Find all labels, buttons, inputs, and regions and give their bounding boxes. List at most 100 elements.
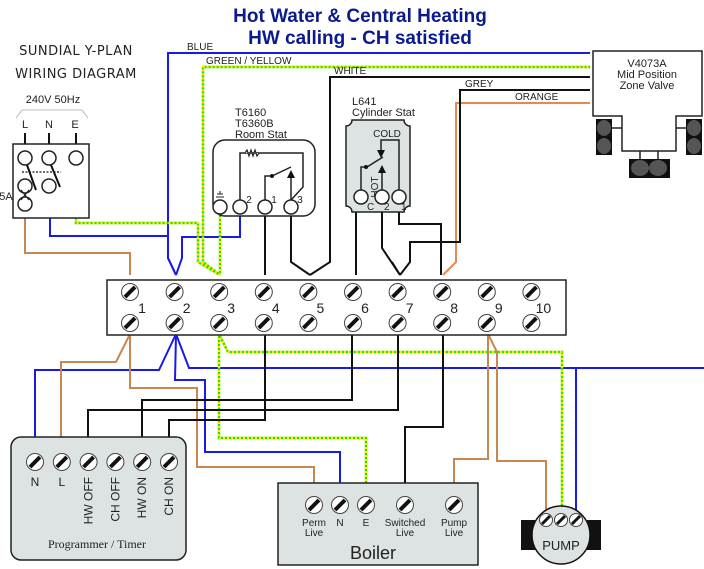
programmer-screw xyxy=(24,451,46,473)
boiler-terminal-label-line1: N xyxy=(336,518,343,529)
fuse-rating-label: 5A xyxy=(0,191,13,203)
boiler-screw xyxy=(355,494,377,516)
boiler-terminal-label-line1: Perm xyxy=(302,518,326,529)
wire-label-green-yellow: GREEN / YELLOW xyxy=(206,56,292,67)
zone-valve: V4073A Mid Position Zone Valve xyxy=(592,50,703,178)
boiler-terminal-label-line1: Switched xyxy=(385,518,426,529)
programmer-screw xyxy=(158,451,180,473)
junction-terminal-number: 3 xyxy=(227,300,235,316)
junction-terminal-number: 1 xyxy=(138,300,146,316)
junction-screw-top xyxy=(342,281,364,303)
junction-screw-bottom xyxy=(208,312,230,334)
subtitle-line1: SUNDIAL Y-PLAN xyxy=(19,44,133,59)
room-stat-terminal-2: 2 xyxy=(246,195,252,206)
boiler-terminal-label-line2: Live xyxy=(445,528,464,539)
supply-terminal-E: E xyxy=(71,119,78,131)
cylinder-stat-label: Cylinder Stat xyxy=(352,107,415,119)
cylinder-stat: L641 Cylinder Stat COLD HOT C 2 1 xyxy=(345,96,415,213)
programmer-terminal-label: CH OFF xyxy=(108,477,122,522)
pump-label: PUMP xyxy=(542,538,580,553)
programmer-screw xyxy=(131,451,153,473)
room-stat: T6160 T6360B Room Stat 2 1 3 xyxy=(212,107,316,217)
earth-icon xyxy=(216,191,224,198)
boiler-terminal-label-line1: E xyxy=(363,518,370,529)
diagram-title-line2: HW calling - CH satisfied xyxy=(248,28,472,49)
boiler-terminal-label-line2: Live xyxy=(396,528,415,539)
programmer-screw xyxy=(78,451,100,473)
junction-terminal-number: 8 xyxy=(450,300,458,316)
subtitle-line2: WIRING DIAGRAM xyxy=(15,67,137,82)
wire-label-white: WHITE xyxy=(334,66,367,77)
junction-screw-top xyxy=(208,281,230,303)
cylinder-terminal-2: 2 xyxy=(384,202,390,213)
junction-terminal-number: 5 xyxy=(317,300,325,316)
room-stat-terminal-3: 3 xyxy=(297,195,303,206)
pump: PUMP xyxy=(521,505,601,565)
zone-valve-model: V4073A xyxy=(627,58,667,70)
boiler-screw xyxy=(394,494,416,516)
junction-screw-bottom xyxy=(342,312,364,334)
junction-screw-bottom xyxy=(164,312,186,334)
boiler-screw xyxy=(443,494,465,516)
junction-screw-bottom xyxy=(520,312,542,334)
programmer-terminal-label: HW OFF xyxy=(82,477,96,524)
cylinder-cold-label: COLD xyxy=(373,129,401,140)
junction-screw-bottom xyxy=(431,312,453,334)
cylinder-terminal-1: 1 xyxy=(401,202,407,213)
junction-screw-top xyxy=(520,281,542,303)
zone-valve-line2: Mid Position xyxy=(617,69,677,81)
junction-box: 1 2 3 4 5 6 7 8 9 10 xyxy=(106,279,567,336)
room-stat-terminal-1: 1 xyxy=(271,195,277,206)
junction-terminal-number: 10 xyxy=(536,300,552,316)
wire-label-grey: GREY xyxy=(465,79,494,90)
supply-voltage-label: 240V 50Hz xyxy=(26,94,80,106)
diagram-title-line1: Hot Water & Central Heating xyxy=(233,6,487,27)
boiler-screw xyxy=(329,494,351,516)
boiler-label: Boiler xyxy=(350,543,396,563)
valve-port-bottom xyxy=(629,159,670,178)
zone-valve-line3: Zone Valve xyxy=(620,80,675,92)
junction-screw-bottom xyxy=(119,312,141,334)
mains-supply: 240V 50Hz L N E 5A xyxy=(0,94,90,219)
junction-screw-top xyxy=(476,281,498,303)
cylinder-hot-label: HOT xyxy=(370,176,381,197)
boiler-terminal-label-line1: Pump xyxy=(441,518,468,529)
junction-screw-bottom xyxy=(387,312,409,334)
junction-screw-top xyxy=(253,281,275,303)
boiler-screw xyxy=(303,494,325,516)
junction-terminal-number: 9 xyxy=(495,300,503,316)
programmer-label: Programmer / Timer xyxy=(48,537,146,551)
programmer-terminal-label: N xyxy=(31,475,40,489)
junction-terminal-number: 6 xyxy=(361,300,369,316)
wire-blue xyxy=(34,52,704,516)
junction-screw-top xyxy=(387,281,409,303)
wire-label-blue: BLUE xyxy=(187,42,213,53)
wire-black xyxy=(87,76,590,487)
supply-terminal-L: L xyxy=(22,119,28,131)
junction-screw-bottom xyxy=(297,312,319,334)
junction-screw-top xyxy=(164,281,186,303)
wire-green-yellow xyxy=(74,65,590,516)
junction-terminal-number: 4 xyxy=(272,300,280,316)
room-stat-label: Room Stat xyxy=(235,129,287,141)
junction-terminal-number: 7 xyxy=(406,300,414,316)
programmer-screw xyxy=(51,451,73,473)
programmer-terminal-label: HW ON xyxy=(135,477,149,518)
programmer-screw xyxy=(104,451,126,473)
wire-orange xyxy=(442,102,590,276)
junction-screw-bottom xyxy=(253,312,275,334)
programmer-terminal-label: L xyxy=(58,475,65,489)
wire-label-orange: ORANGE xyxy=(515,92,559,103)
valve-port-left xyxy=(596,119,612,155)
valve-port-right xyxy=(686,119,702,155)
room-stat-model1: T6160 xyxy=(235,107,266,119)
junction-screw-top xyxy=(297,281,319,303)
junction-screw-top xyxy=(119,281,141,303)
cylinder-stat-model: L641 xyxy=(352,96,376,108)
junction-terminal-number: 2 xyxy=(183,300,191,316)
wire-brown xyxy=(24,205,547,516)
junction-screw-top xyxy=(431,281,453,303)
